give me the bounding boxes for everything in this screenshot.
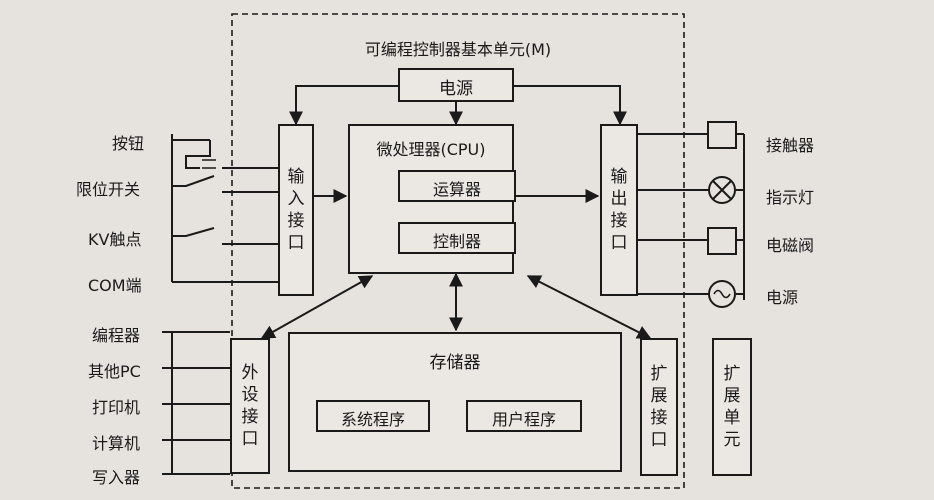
output-interface-label: 输 出 接 口	[610, 167, 628, 253]
indicator-lamp	[708, 176, 736, 204]
solenoid-coil	[707, 227, 737, 255]
controller-label: 控制器	[432, 232, 481, 251]
power-to-output-arrow	[512, 85, 627, 126]
peripheral-printer-label: 打印机	[92, 398, 141, 417]
peripheral-computer-label: 计算机	[92, 434, 141, 453]
base-unit-boundary	[231, 13, 685, 489]
alu-box	[398, 170, 516, 202]
peripheral-other-pc-label: 其他PC	[88, 362, 141, 381]
input-interface-label: 输 入 接 口	[287, 167, 305, 253]
user-program-box	[466, 400, 582, 432]
system-program-label: 系统程序	[340, 410, 405, 429]
output-solenoid-label: 电磁阀	[766, 236, 815, 255]
expansion-unit-box	[712, 338, 752, 476]
button-symbol	[202, 159, 216, 169]
power-supply-label: 电源	[439, 79, 473, 99]
expansion-interface-box	[640, 338, 678, 476]
power-supply-box	[398, 68, 514, 102]
ac-wave	[713, 289, 731, 299]
indicator-cross	[712, 180, 732, 200]
controller-box	[398, 222, 516, 254]
ac-source	[708, 280, 736, 308]
page-title: 可编程控制器基本单元(M)	[364, 40, 552, 59]
cpu-peripheral-arrow	[260, 275, 374, 339]
input-limit-switch-label: 限位开关	[76, 180, 141, 199]
output-indicator-label: 指示灯	[766, 188, 815, 207]
button-wire	[172, 139, 278, 169]
peripheral-programmer-label: 编程器	[92, 326, 141, 345]
expansion-interface-label: 扩 展 接 口	[650, 364, 668, 450]
kv-contact-wire	[172, 227, 278, 245]
cpu-expansion-arrow	[526, 275, 652, 339]
limit-switch-wire	[172, 175, 278, 193]
input-kv-contact-label: KV触点	[88, 230, 142, 249]
input-button-label: 按钮	[112, 134, 145, 153]
memory-label: 存储器	[429, 353, 481, 373]
peripheral-interface-box	[230, 338, 270, 474]
input-com-label: COM端	[88, 276, 142, 295]
expansion-unit-label: 扩 展 单 元	[723, 364, 741, 450]
output-power-label: 电源	[766, 288, 799, 307]
cpu-label: 微处理器(CPU)	[376, 140, 486, 159]
peripheral-writer-label: 写入器	[92, 468, 141, 487]
output-interface-box	[600, 124, 638, 296]
input-interface-box	[278, 124, 314, 296]
contactor-coil	[707, 121, 737, 149]
peripheral-interface-label: 外 设 接 口	[241, 363, 259, 449]
power-to-input-arrow	[289, 85, 398, 126]
system-program-box	[316, 400, 430, 432]
output-contactor-label: 接触器	[766, 136, 815, 155]
alu-label: 运算器	[432, 180, 481, 199]
user-program-label: 用户程序	[491, 410, 556, 429]
